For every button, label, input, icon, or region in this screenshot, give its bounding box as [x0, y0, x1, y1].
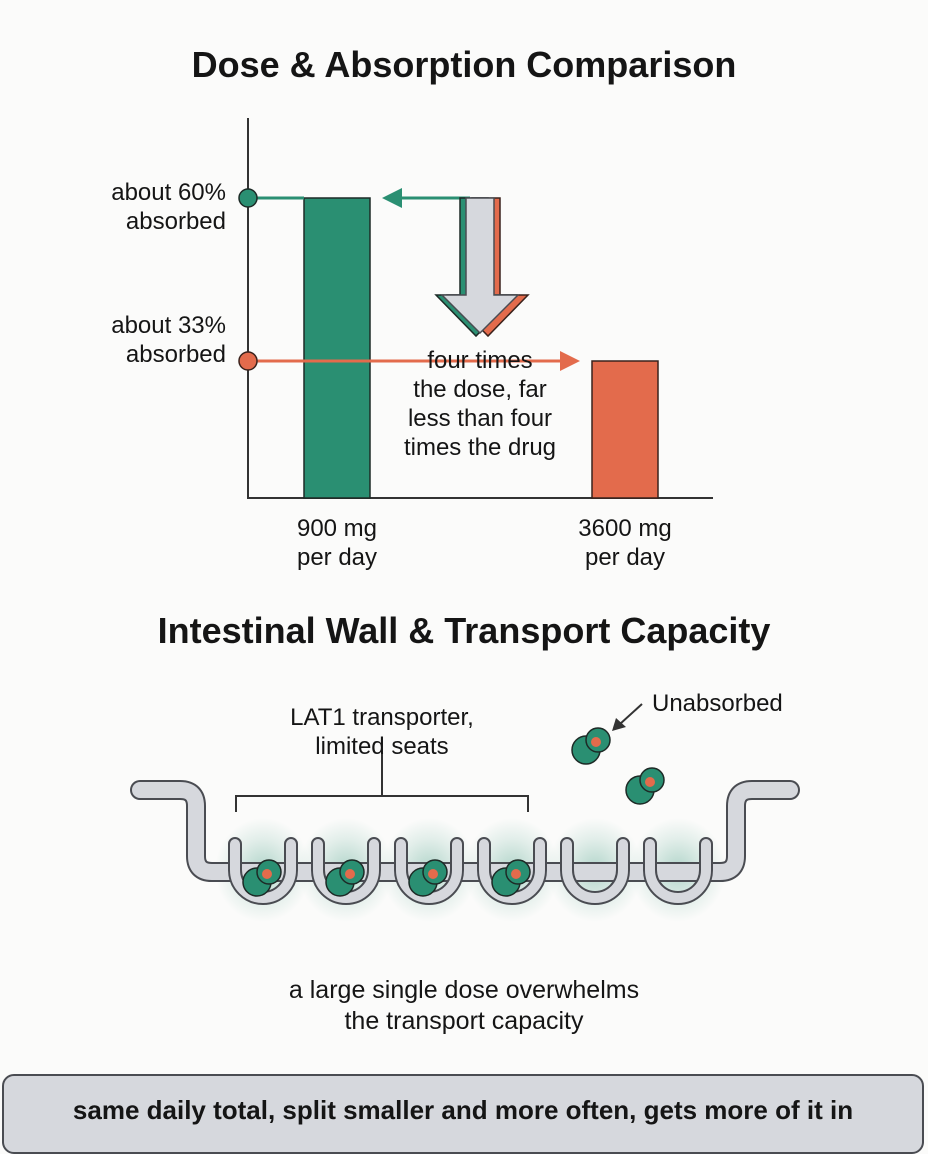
intestinal-wall-diagram: [130, 703, 800, 922]
bar-900mg: [303, 197, 371, 499]
marker-60: [238, 188, 258, 208]
pointer-arrowhead: [612, 718, 626, 731]
transporter-seat-empty: [560, 837, 630, 905]
summary-banner: same daily total, split smaller and more…: [2, 1074, 924, 1154]
unabsorbed-label: Unabsorbed: [652, 690, 783, 717]
absorption-chart: [238, 118, 713, 499]
transporter-seat-filled: [311, 837, 381, 905]
unabsorbed-pointer: [619, 703, 643, 725]
label-60-absorbed: about 60% absorbed: [111, 179, 226, 235]
unabsorbed-molecule: [625, 767, 665, 805]
absorbed-molecule: [491, 859, 531, 897]
x-label-900mg: 900 mg per day: [296, 515, 378, 571]
bar-3600mg: [591, 360, 659, 499]
absorbed-molecule: [242, 859, 282, 897]
marker-33: [238, 351, 258, 371]
diagram-title: Intestinal Wall & Transport Capacity: [157, 610, 771, 651]
transporter-seat-filled: [477, 837, 547, 905]
diagram-caption: a large single dose overwhelms the trans…: [288, 976, 640, 1035]
absorbed-molecule: [325, 859, 365, 897]
down-arrow-icon: [434, 197, 530, 338]
annotation-text: four times the dose, far less than four …: [403, 347, 557, 461]
unabsorbed-molecule: [571, 727, 611, 765]
arrowhead-left: [382, 188, 402, 208]
transporter-bracket: [235, 754, 529, 812]
transporter-seat-filled: [228, 837, 298, 905]
absorbed-molecule: [408, 859, 448, 897]
transporter-seat-empty: [643, 837, 713, 905]
transporter-seat-filled: [394, 837, 464, 905]
arrowhead-right: [560, 351, 580, 371]
chart-title: Dose & Absorption Comparison: [191, 44, 737, 85]
transporter-label: LAT1 transporter, limited seats: [290, 704, 474, 760]
label-33-absorbed: about 33% absorbed: [111, 312, 226, 368]
x-label-3600mg: 3600 mg per day: [578, 515, 672, 571]
